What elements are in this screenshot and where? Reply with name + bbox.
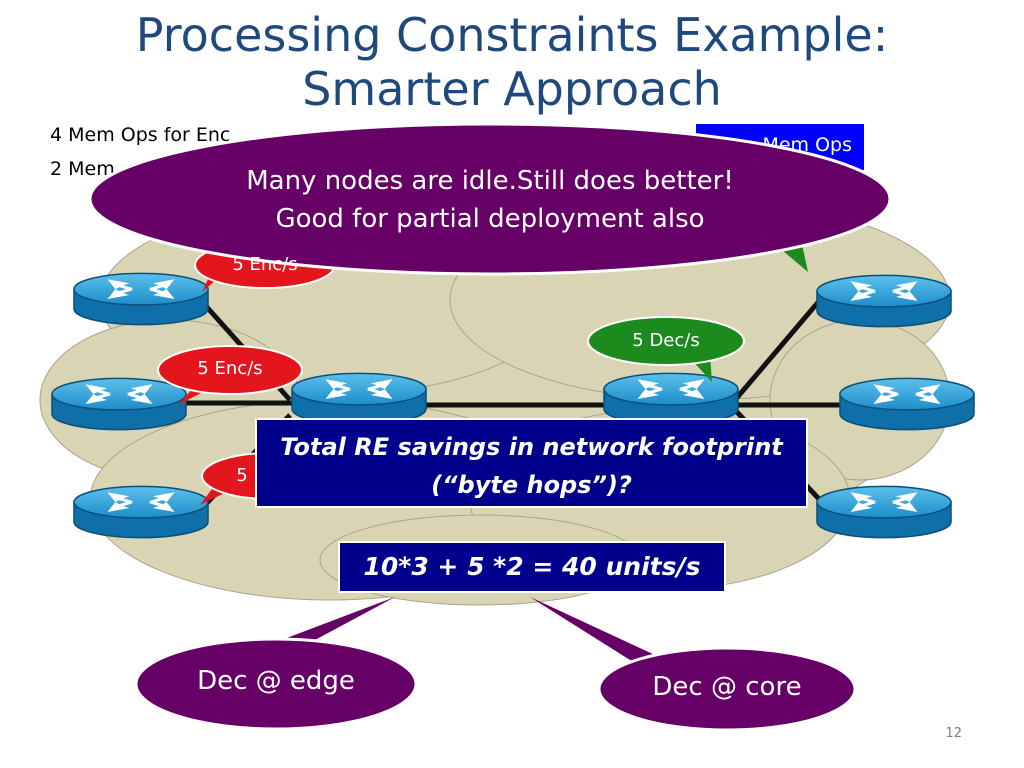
dec-edge-bubble-shape <box>134 597 418 731</box>
dec-rate-bubble-shape <box>587 316 745 382</box>
dec-core-label: Dec @ core <box>652 672 802 702</box>
router-edge-mid-right <box>839 377 975 431</box>
router-edge-bot-left <box>73 485 209 539</box>
main-callout-text: Many nodes are idle.Still does better! G… <box>120 162 860 238</box>
main-callout-line1: Many nodes are idle.Still does better! <box>246 166 734 196</box>
dec-edge-label: Dec @ edge <box>197 666 355 696</box>
main-callout-shape <box>88 122 892 276</box>
note-enc-mem-ops: 4 Mem Ops for Enc <box>50 124 231 146</box>
slide-title-line2: Smarter Approach <box>302 62 722 116</box>
router-edge-top-right <box>816 274 952 328</box>
enc-bubble-mid-shape <box>157 345 303 405</box>
router-edge-top-left <box>73 272 209 326</box>
enc-rate-label-mid: 5 Enc/s <box>197 358 263 379</box>
equation-box: 10*3 + 5 *2 = 40 units/s <box>338 541 726 593</box>
router-edge-bot-right <box>816 485 952 539</box>
router-core-right <box>603 372 739 426</box>
slide-title-line1: Processing Constraints Example: <box>135 8 889 62</box>
enc-rate-label-top: 5 Enc/s <box>232 254 298 275</box>
dec-core-bubble-shape <box>530 597 857 732</box>
page-number: 12 <box>945 726 962 741</box>
router-core-left <box>291 372 427 426</box>
router-edge-mid-left <box>51 377 187 431</box>
savings-question-line1: Total RE savings in network footprint <box>280 433 783 461</box>
enc-rate-label-bot: 5 <box>236 465 248 486</box>
savings-question-box: Total RE savings in network footprint (“… <box>255 418 808 508</box>
equation-text: 10*3 + 5 *2 = 40 units/s <box>363 552 701 581</box>
note-dec-mem-ops: 2 Mem <box>50 158 115 180</box>
dec-rate-label: 5 Dec/s <box>632 330 700 351</box>
link-top-right <box>733 298 822 402</box>
main-callout-line2: Good for partial deployment also <box>275 204 705 234</box>
savings-question-line2: (“byte hops”)? <box>431 471 632 499</box>
